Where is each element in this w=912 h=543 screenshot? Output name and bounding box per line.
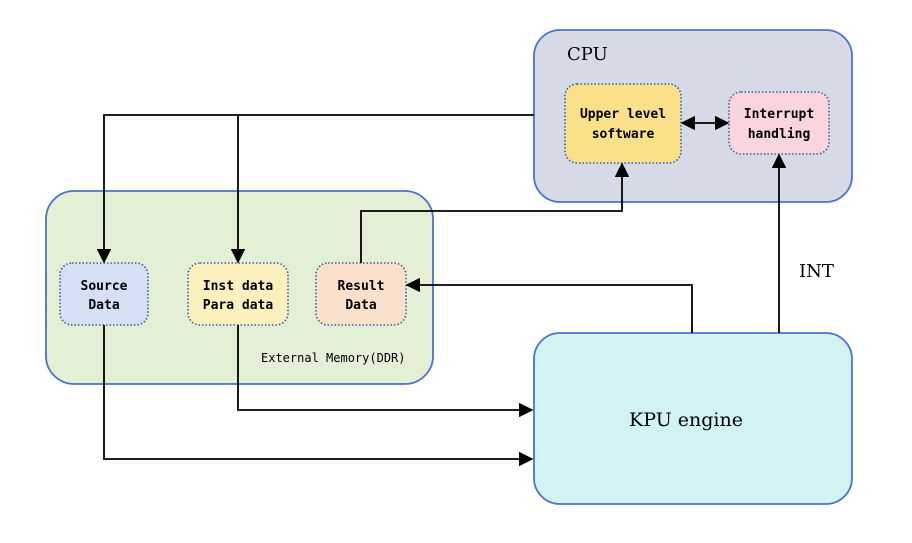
interrupt-line1: Interrupt (744, 107, 814, 122)
source-to-kpu-arrow (103, 325, 534, 467)
kpu-to-result-arrow (405, 277, 693, 333)
memory-caption: External Memory(DDR) (261, 351, 406, 365)
source-line2: Data (88, 298, 119, 313)
result-line1: Result (338, 279, 385, 294)
inst-para-data-node (187, 262, 289, 326)
upper-level-software-node (564, 83, 682, 164)
inst-line2: Para data (203, 298, 274, 313)
cpu-title: CPU (567, 44, 608, 65)
interrupt-line2: handling (748, 127, 811, 142)
upper-level-line1: Upper level (580, 107, 666, 122)
kpu-title: KPU engine (629, 409, 743, 431)
source-line1: Source (81, 279, 128, 294)
inst-line1: Inst data (203, 279, 274, 294)
kpu-engine-box (533, 332, 853, 505)
inst-to-kpu-arrow (237, 325, 534, 418)
result-data-node (315, 262, 407, 326)
result-line2: Data (345, 298, 376, 313)
int-label: INT (799, 261, 834, 282)
source-data-node (59, 262, 149, 326)
upper-level-line2: software (592, 127, 655, 142)
interrupt-handling-node (728, 91, 830, 155)
cpu-to-source-arrow (96, 114, 534, 264)
result-to-upper-arrow (360, 162, 630, 263)
